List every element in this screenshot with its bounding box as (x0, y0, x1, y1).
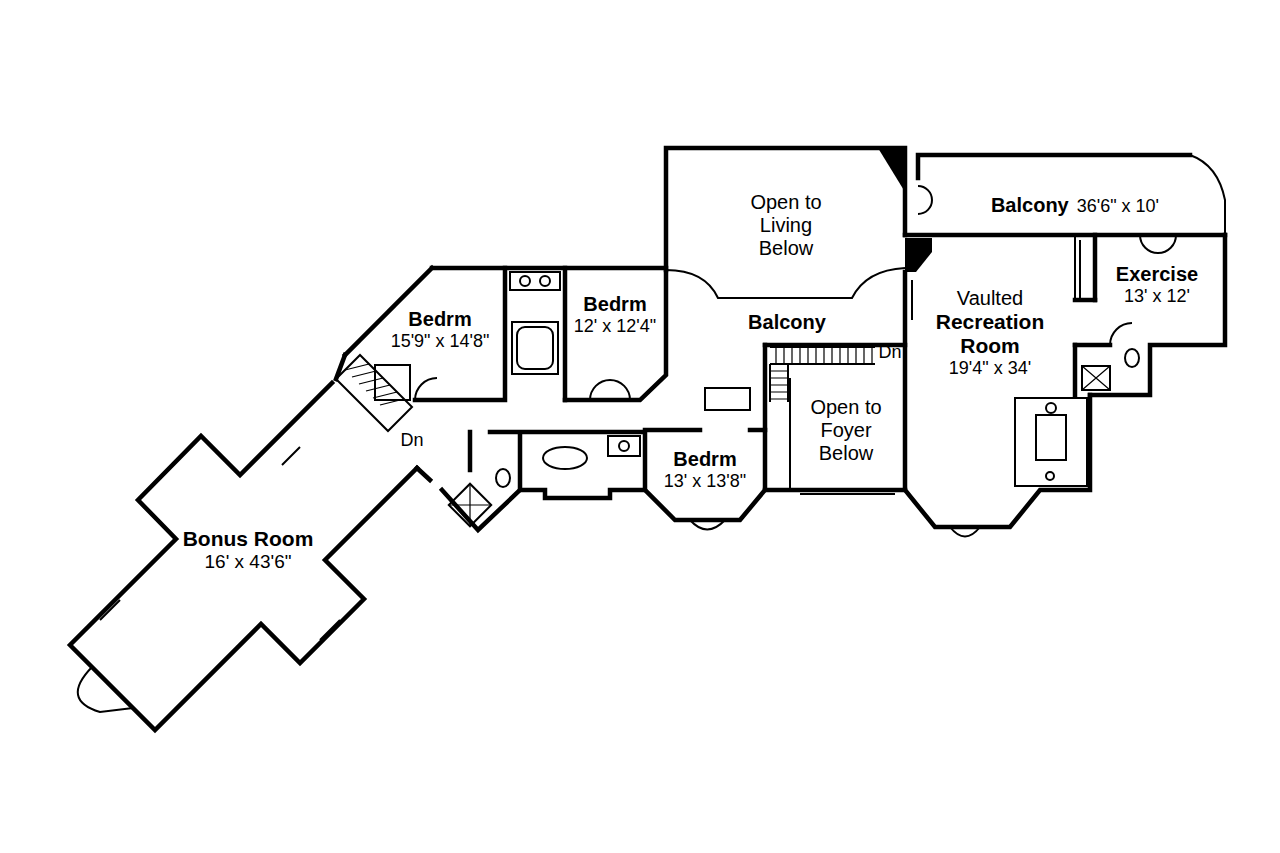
room-text: 13' x 12' (1116, 286, 1198, 307)
room-text: 13' x 13'8" (664, 471, 746, 492)
room-label: Open to Living Below (731, 189, 841, 262)
room-name: Vaulted (917, 287, 1063, 310)
room-text: Recreation Room (917, 310, 1063, 358)
room-label: VaultedRecreation Room19'4" x 34' (915, 285, 1065, 381)
room-name: Balcony (748, 311, 826, 334)
room-text: 16' x 43'6" (183, 551, 314, 573)
room-text: 15'9" x 14'8" (391, 331, 490, 352)
room-name: Bedrm (664, 448, 746, 471)
room-name: Bedrm (574, 293, 656, 316)
room-text: 19'4" x 34' (917, 358, 1063, 379)
room-label: Balcony 36'6" x 10' (985, 192, 1165, 219)
room-label: Bedrm15'9" x 14'8" (389, 306, 492, 354)
room-text: 12' x 12'4" (574, 316, 656, 337)
room-name: Open to Foyer Below (798, 396, 894, 465)
room-label: Bedrm13' x 13'8" (662, 446, 748, 494)
room-name: Bedrm (391, 308, 490, 331)
room-text: 36'6" x 10' (1077, 196, 1159, 217)
room-name: Open to Living Below (733, 191, 839, 260)
room-label: Balcony (746, 309, 828, 336)
room-label: Exercise13' x 12' (1114, 261, 1200, 309)
room-label: Bonus Room16' x 43'6" (181, 525, 316, 575)
room-name: Balcony (991, 194, 1069, 217)
stair-direction: Dn (878, 342, 901, 363)
room-name: Exercise (1116, 263, 1198, 286)
stair-direction: Dn (400, 430, 423, 451)
room-label: Bedrm12' x 12'4" (572, 291, 658, 339)
room-label: Open to Foyer Below (796, 394, 896, 467)
room-name: Bonus Room (183, 527, 314, 551)
